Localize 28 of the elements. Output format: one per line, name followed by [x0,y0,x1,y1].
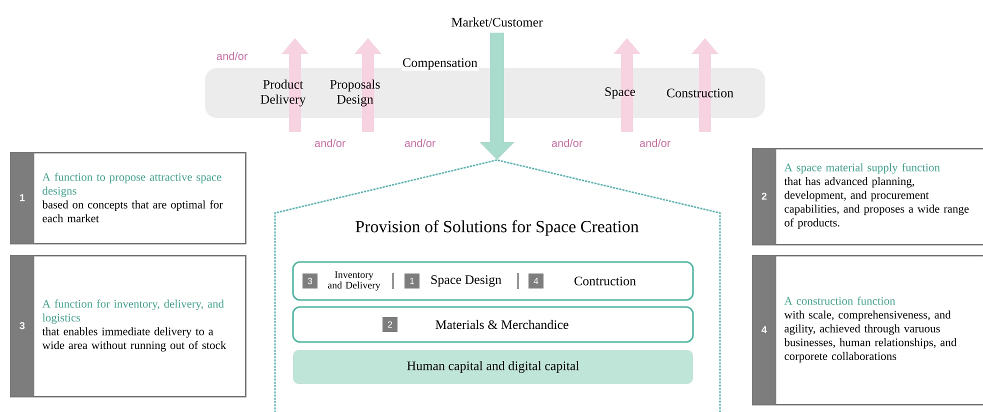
and-or-label: and/or [552,138,582,148]
and-or-label: and/or [640,138,670,148]
number-badge: 4 [752,255,776,404]
band-label: Product Delivery [260,80,306,106]
band-label: Space [605,87,636,99]
number-badge: 1 [404,274,420,288]
band-label: Proposals Design [330,80,380,106]
number-badge: 1 [10,152,34,244]
capital-bar: Human capital and digital capital [293,350,693,384]
card-text: A space material supply function that has advanced planning, development, and procurement capabilities, and proposes a wide range of products. [784,163,969,229]
band-label: Construction [666,88,734,98]
and-or-label: and/or [216,52,248,60]
item-label: Contruction [574,276,636,286]
number-badge: 4 [528,274,544,288]
number-badge: 3 [10,255,34,396]
card-text: A function to propose attractive space designs based on concepts that are optimal for each market [42,172,223,222]
and-or-label: and/or [314,138,346,148]
item-label: Inventory and Delivery [328,271,380,291]
and-or-label: and/or [404,138,436,148]
number-badge: 2 [382,317,398,332]
market-label: Market/Customer [452,17,543,27]
card-text: A construction function with scale, comprehensiveness, and agility, achieved through varuous businesses, human relationships, and corporete collaborations [784,296,957,362]
card-text: A function for inventory, delivery, and logistics that enables immediate delivery to a wide area without running out of stock [42,300,226,352]
edge-label: Compensation [401,57,479,71]
item-label: Materials & Merchandice [436,320,568,330]
item-label: Space Design [431,275,502,287]
number-badge: 3 [302,274,318,288]
number-badge: 2 [752,148,776,244]
